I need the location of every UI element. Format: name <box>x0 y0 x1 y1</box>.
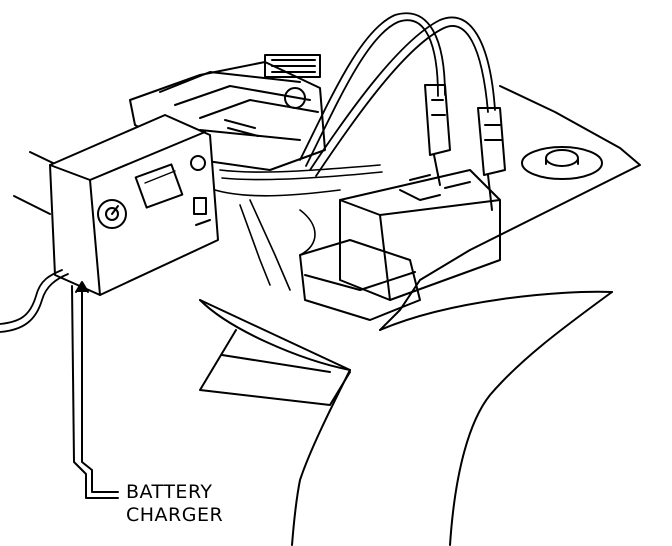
positive-clamp <box>424 84 451 186</box>
charger-switch <box>190 155 206 171</box>
power-cord <box>0 269 63 325</box>
label-line-2: CHARGER <box>126 504 224 526</box>
battery <box>339 169 501 301</box>
label-line-1: BATTERY <box>126 481 213 503</box>
wiring <box>214 164 383 291</box>
battery-charger-unit <box>49 114 219 296</box>
negative-clamp <box>477 107 506 211</box>
reservoir-cap <box>521 146 603 180</box>
battery-tray <box>299 239 421 321</box>
charger-meter <box>134 163 184 209</box>
vehicle-body-outline <box>13 85 641 546</box>
charger-cables <box>299 12 496 177</box>
battery-charger-label: BATTERY CHARGER <box>126 481 223 527</box>
charger-dial <box>97 199 127 229</box>
grille-opening <box>199 329 351 406</box>
callout-leader <box>71 281 119 499</box>
